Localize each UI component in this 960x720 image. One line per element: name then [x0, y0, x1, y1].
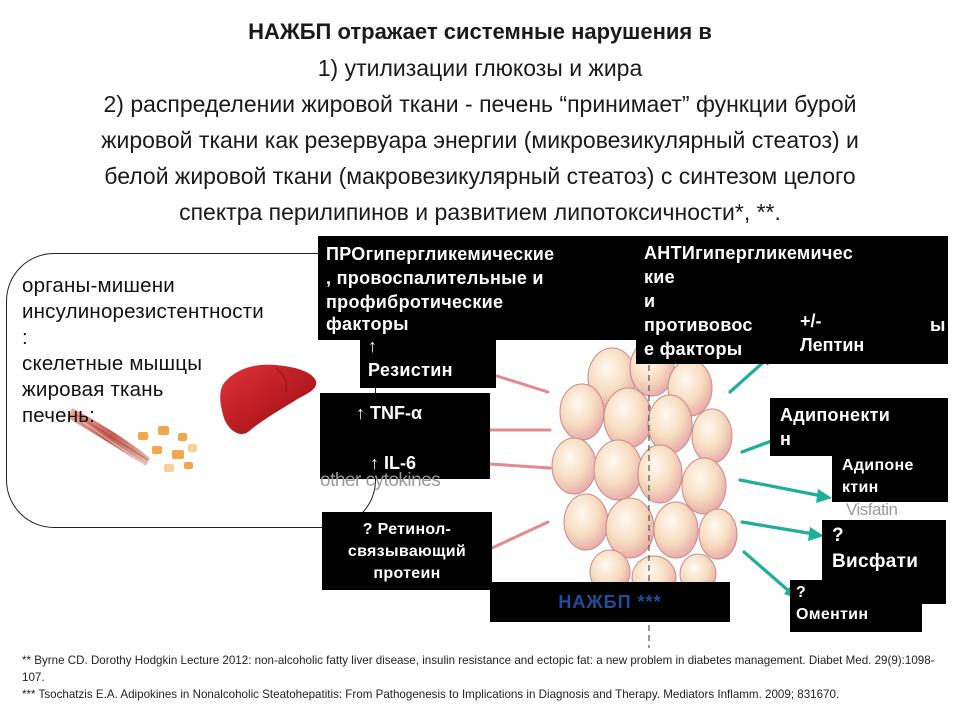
omentin-question: ? — [796, 584, 807, 601]
other-cytokines-text: other cytokines — [320, 470, 441, 491]
anti-factors-line-1: АНТИгипергликемичес — [644, 243, 854, 263]
title-line-4: жировой ткани как резервуара энергии (ми… — [101, 127, 859, 153]
adiponectin-box-1: Адипонекти н — [770, 398, 948, 456]
anti-factors-line-4: противовос ы — [644, 313, 948, 337]
target-organs-frame — [6, 253, 376, 528]
tnf-il6-box: ↑ TNF-α ↑ IL-6 — [320, 393, 490, 479]
adiponectin-1-line-1: Адипонекти — [780, 405, 891, 425]
resistin-label: Резистин — [368, 360, 453, 380]
anti-factors-line-3: и — [644, 291, 656, 311]
anti-factors-line-4-tail: ы — [930, 315, 946, 335]
leptin-box: +/- Лептин — [792, 306, 920, 364]
title-line-1: НАЖБП отражает системные нарушения в — [248, 19, 712, 44]
adiponectin-2-line-2: ктин — [842, 479, 879, 496]
red-arrows — [488, 374, 552, 550]
anti-factors-line-5: е факторы — [644, 339, 743, 359]
organs-line-2: инсулинорезистентности — [22, 300, 264, 323]
leptin-label: Лептин — [800, 335, 865, 355]
pro-factors-line-2: , провоспалительные и — [326, 268, 544, 288]
adiponectin-2-line-1: Адипоне — [842, 457, 914, 474]
references: ** Byrne CD. Dorothy Hodgkin Lecture 201… — [22, 652, 952, 703]
rbp-line-2: связывающий — [347, 543, 467, 560]
anti-factors-line-2: кие — [644, 267, 675, 287]
reference-2: *** Tsochatzis E.A. Adipokines in Nonalc… — [22, 688, 840, 701]
adiponectin-1-line-2: н — [780, 429, 792, 449]
pro-factors-line-1: ПРОгипергликемические — [326, 244, 555, 264]
leptin-sign: +/- — [800, 311, 822, 331]
pro-factors-line-3: профибротические — [326, 292, 504, 312]
il6-label: ↑ IL-6 — [370, 453, 417, 473]
fat-cell-cluster-icon — [551, 339, 738, 601]
organs-line-3: : — [22, 326, 28, 349]
rbp-line-1: ? Ретинол- — [362, 521, 452, 538]
resistin-box: ↑ Резистин — [360, 334, 496, 388]
pro-factors-line-4: факторы — [326, 314, 409, 334]
visfatin-question: ? — [832, 525, 844, 546]
resistin-arrow-icon: ↑ — [368, 336, 378, 356]
visfatin-ghost-text: Visfatin — [846, 500, 898, 519]
fat-droplets-icon — [138, 426, 197, 472]
reference-1: ** Byrne CD. Dorothy Hodgkin Lecture 201… — [22, 654, 935, 684]
tnf-alpha-label: ↑ TNF-α — [356, 403, 423, 423]
adiponectin-box-2: Адипоне ктин — [832, 452, 948, 502]
organs-line-4: скелетные мышцы — [22, 352, 203, 375]
slide-title: НАЖБП отражает системные нарушения в 1) … — [0, 14, 960, 230]
retinol-binding-protein-box: ? Ретинол- связывающий протеин — [322, 512, 492, 590]
target-organs-text: органы-мишени инсулинорезистентности : с… — [22, 273, 264, 429]
muscle-icon — [68, 408, 150, 466]
liver-icon — [220, 364, 317, 435]
organs-line-6: печень: — [22, 404, 95, 427]
title-line-2: 1) утилизации глюкозы и жира — [317, 55, 643, 81]
pro-factors-box: ПРОгипергликемические , провоспалительны… — [318, 236, 640, 340]
title-line-5: белой жировой ткани (макровезикулярный с… — [104, 163, 856, 189]
omentin-box: ? Оментин — [790, 580, 922, 632]
title-line-6: спектра перилипинов и развитием липотокс… — [179, 199, 781, 225]
organs-line-1: органы-мишени — [22, 274, 175, 297]
rbp-line-3: протеин — [373, 565, 441, 582]
visfatin-line-2: Висфати — [832, 551, 919, 572]
omentin-label: Оментин — [796, 606, 869, 623]
organs-line-5: жировая ткань — [22, 378, 164, 401]
teal-arrows — [728, 352, 832, 598]
title-line-3: 2) распределении жировой ткани - печень … — [103, 91, 857, 117]
anti-factors-line-4-text: противовос — [644, 315, 753, 335]
nazhbp-label: НАЖБП *** — [490, 582, 730, 622]
